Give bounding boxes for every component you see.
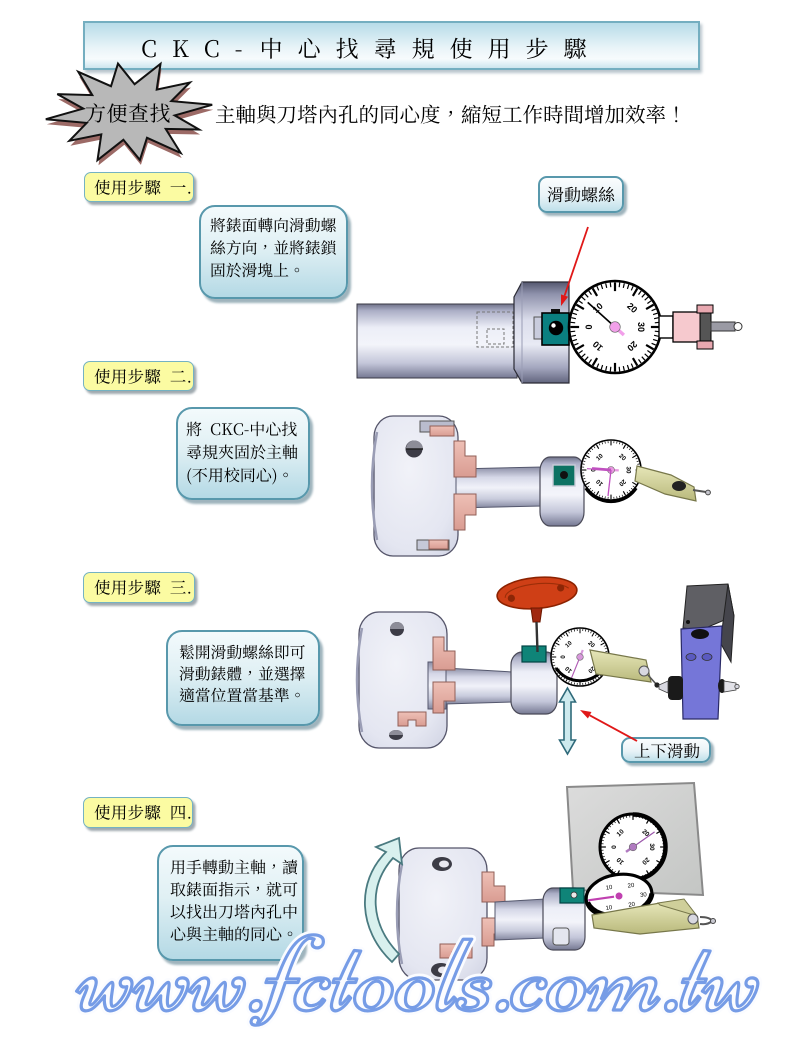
svg-text:30: 30 [636,322,646,332]
svg-text:10: 10 [605,885,613,892]
svg-text:20: 20 [640,856,650,866]
svg-text:10: 10 [615,855,625,865]
svg-text:10: 10 [605,905,613,912]
svg-text:20: 20 [586,665,595,674]
svg-text:10: 10 [565,640,574,649]
svg-text:0: 0 [561,655,567,659]
svg-text:10: 10 [594,477,604,487]
svg-text:20: 20 [617,453,627,463]
svg-text:0: 0 [611,845,618,849]
svg-text:30: 30 [648,843,655,851]
svg-text:10: 10 [616,828,626,838]
svg-text:20: 20 [627,883,635,890]
svg-text:0: 0 [584,324,594,329]
svg-text:20: 20 [640,828,650,838]
svg-text:30: 30 [624,467,631,474]
svg-text:20: 20 [625,339,639,353]
svg-text:20: 20 [628,902,636,909]
svg-text:30: 30 [640,892,648,899]
svg-text:20: 20 [625,301,639,315]
svg-text:20: 20 [586,640,595,649]
svg-text:20: 20 [617,478,627,488]
svg-text:10: 10 [591,301,605,315]
svg-text:10: 10 [591,339,605,353]
svg-text:10: 10 [564,664,573,673]
svg-text:10: 10 [595,452,605,462]
